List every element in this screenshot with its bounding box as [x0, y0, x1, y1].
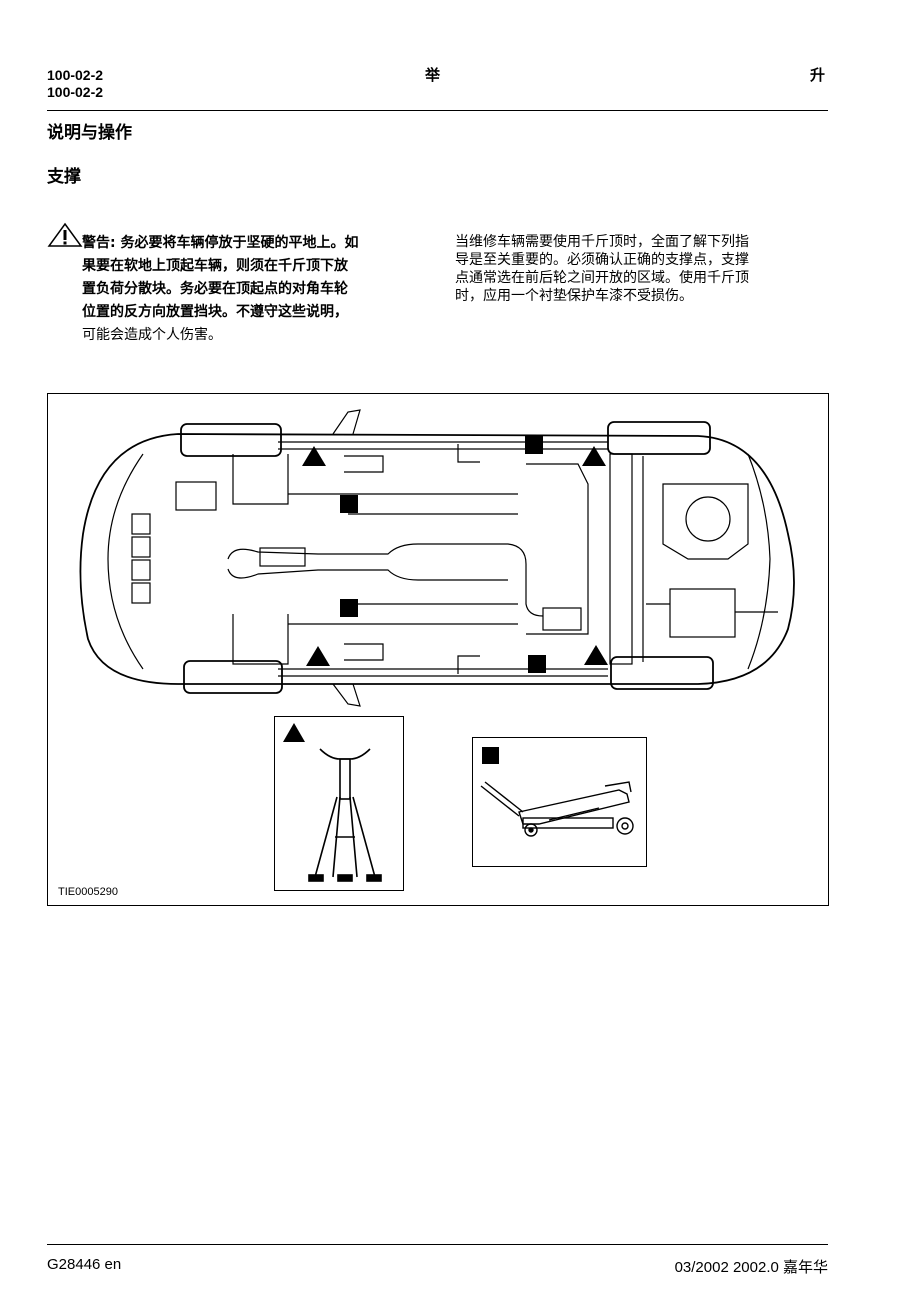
jack-stand-marker [584, 645, 608, 669]
jack-stand-inset [274, 716, 404, 891]
header-title-right: 升 [810, 66, 826, 84]
warning-line-3: 置负荷分散块。务必要在顶起点的对角车轮 [82, 281, 348, 297]
warning-line-4: 位置的反方向放置挡块。不遵守这些说明， [82, 304, 348, 320]
warning-line-1: 警告: 务必要将车辆停放于坚硬的平地上。如 [82, 235, 359, 251]
footer-left: G28446 en [47, 1256, 122, 1273]
description-line-3: 点通常选在前后轮之间开放的区域。使用千斤顶 [455, 270, 749, 286]
section-subtitle: 支撑 [47, 167, 81, 187]
warning-triangle-icon [47, 222, 83, 248]
floor-jack-icon [480, 781, 634, 837]
warning-line-5: 可能会造成个人伤害。 [82, 327, 222, 343]
description-line-4: 时，应用一个衬垫保护车漆不受损伤。 [455, 288, 693, 304]
jack-stand-marker [302, 446, 326, 470]
footer-right: 03/2002 2002.0 嘉年华 [674, 1259, 828, 1276]
jack-stand-marker [582, 446, 606, 470]
floor-jack-inset [472, 737, 647, 867]
vehicle-underside-illustration [79, 409, 795, 707]
description-line-1: 当维修车辆需要使用千斤顶时，全面了解下列指 [455, 234, 749, 250]
header-rule [47, 110, 828, 111]
floor-jack-marker [340, 495, 358, 513]
figure-code: TIE0005290 [58, 886, 118, 898]
figure-frame: TIE0005290 [47, 393, 829, 906]
jack-stand-marker [306, 646, 330, 670]
header-code-1: 100-02-2 [47, 67, 104, 83]
header-title-left: 举 [425, 66, 441, 84]
footer-rule [47, 1244, 828, 1245]
section-title: 说明与操作 [47, 123, 132, 143]
jack-stand-icon [308, 748, 382, 882]
floor-jack-marker [528, 655, 546, 673]
floor-jack-marker [525, 436, 543, 454]
warning-line-2: 果要在软地上顶起车辆，则须在千斤顶下放 [82, 258, 348, 274]
floor-jack-marker [340, 599, 358, 617]
jack-stand-legend-icon [283, 723, 305, 742]
floor-jack-legend-icon [482, 747, 499, 764]
description-line-2: 导是至关重要的。必须确认正确的支撑点，支撑 [455, 252, 749, 268]
header-code-2: 100-02-2 [47, 84, 104, 100]
